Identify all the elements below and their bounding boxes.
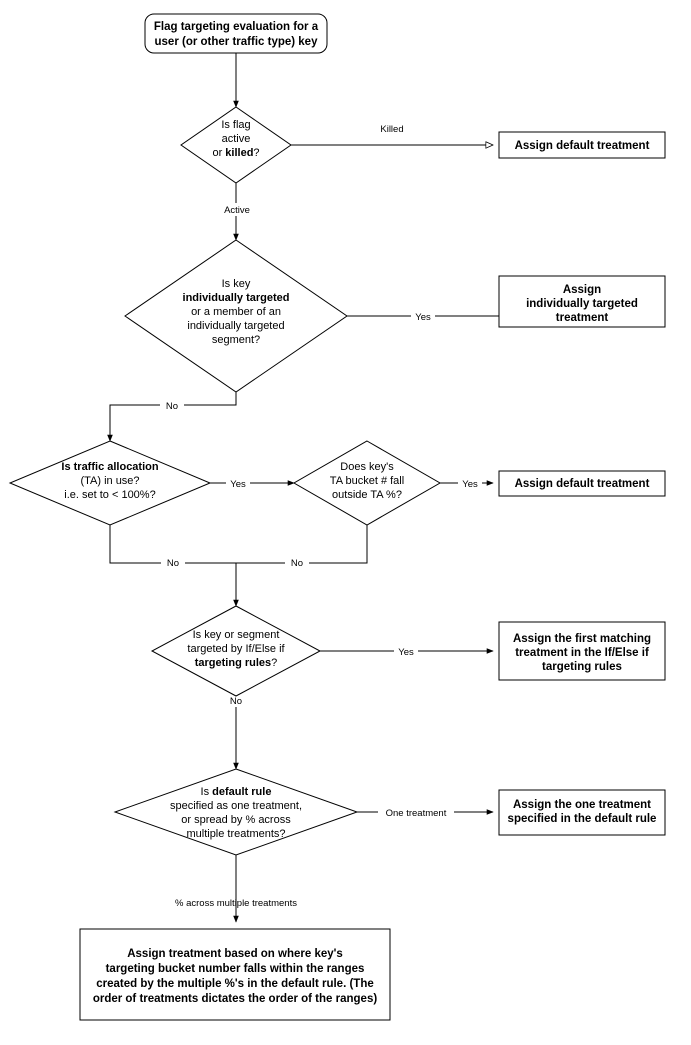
decision-3-line-1: Is traffic allocation [61, 461, 158, 473]
edge-label-traffic-no: No [167, 558, 179, 569]
decision-6-line-4: multiple treatments? [186, 828, 285, 840]
decision-4-line-2: TA bucket # fall [330, 475, 404, 487]
edge-label-individual-no: No [166, 401, 178, 412]
decision-3-shape [8, 440, 212, 526]
node-assign-one-treatment[interactable]: Assign the one treatment specified in th… [498, 789, 666, 836]
node-decision-flag-active-or-killed[interactable]: Is flag active or killed? [180, 106, 292, 184]
box-5-line-1: Assign the one treatment [513, 799, 651, 811]
node-assign-first-matching-treatment[interactable]: Assign the first matching treatment in t… [498, 621, 666, 681]
box-4-line-3: targeting rules [542, 661, 622, 673]
node-assign-treatment-by-bucket-range[interactable]: Assign treatment based on where key's ta… [79, 928, 391, 1021]
decision-6-line-1-bold: default rule [212, 786, 271, 798]
box-2-shape [498, 275, 666, 328]
decision-1-line-3: or killed? [212, 147, 259, 159]
node-decision-traffic-allocation[interactable]: Is traffic allocation (TA) in use? i.e. … [8, 440, 212, 526]
edge-label-traffic-yes: Yes [230, 479, 246, 490]
decision-5-line-3-post: ? [271, 657, 277, 669]
decision-3-line-2: (TA) in use? [80, 475, 139, 487]
edge-label-active: Active [224, 205, 250, 216]
decision-4-line-1: Does key's [340, 461, 394, 473]
edge-label-bucket-yes: Yes [462, 479, 478, 490]
node-decision-default-rule[interactable]: Is default rule specified as one treatme… [113, 768, 359, 856]
edge-label-ifelse-yes: Yes [398, 647, 414, 658]
node-decision-ifelse-targeting-rules[interactable]: Is key or segment targeted by If/Else if… [150, 605, 322, 697]
box-5-shape [498, 789, 666, 836]
decision-2-line-4: individually targeted [187, 320, 284, 332]
start-line-2: user (or other traffic type) key [155, 36, 319, 48]
box-6-shape [79, 928, 391, 1021]
edge-bucket-no-merge [236, 525, 368, 564]
edge-traffic-no-merge [109, 525, 236, 564]
decision-6-line-1: Is default rule [201, 786, 272, 798]
decision-1-line-1: Is flag [221, 119, 250, 131]
box-6-line-3: created by the multiple %'s in the defau… [96, 978, 374, 990]
decision-2-line-1: Is key [222, 278, 251, 290]
box-4-line-1: Assign the first matching [513, 633, 651, 645]
edge-label-layer: Killed Active Yes No Yes Yes No No Yes N… [160, 122, 482, 909]
box-2-line-2: individually targeted [526, 298, 638, 310]
decision-1-line-3-bold: killed [225, 147, 253, 159]
decision-4-shape [292, 440, 442, 526]
box-3-shape [498, 470, 666, 497]
box-6-line-2: targeting bucket number falls within the… [106, 963, 365, 975]
node-start[interactable]: Flag targeting evaluation for a user (or… [144, 13, 328, 54]
box-2-line-1: Assign [563, 284, 601, 296]
decision-5-line-3: targeting rules? [195, 657, 278, 669]
edge-label-bucket-no: No [291, 558, 303, 569]
decision-2-line-2: individually targeted [183, 292, 290, 304]
decision-6-line-1-pre: Is [201, 786, 213, 798]
edge-label-ifelse-no: No [230, 696, 242, 707]
box-6-line-1: Assign treatment based on where key's [127, 948, 343, 960]
decision-1-line-3-pre: or [212, 147, 225, 159]
node-decision-individually-targeted[interactable]: Is key individually targeted or a member… [124, 239, 348, 393]
decision-5-line-1: Is key or segment [193, 629, 280, 641]
decision-5-line-3-bold: targeting rules [195, 657, 271, 669]
decision-6-line-2: specified as one treatment, [170, 800, 302, 812]
decision-2-line-5: segment? [212, 334, 260, 346]
node-assign-default-treatment-killed[interactable]: Assign default treatment [498, 131, 666, 159]
decision-2-shape [124, 239, 348, 393]
edge-label-individual-yes: Yes [415, 312, 431, 323]
edge-label-killed: Killed [380, 124, 403, 135]
edge-label-pct-across: % across multiple treatments [175, 898, 297, 909]
box-4-line-2: treatment in the If/Else if [515, 647, 649, 659]
decision-1-shape [180, 106, 292, 184]
decision-4-line-3: outside TA %? [332, 489, 402, 501]
box-1-shape [498, 131, 666, 159]
decision-1-line-3-post: ? [253, 147, 259, 159]
start-terminator-shape [144, 13, 328, 54]
decision-3-line-3: i.e. set to < 100%? [64, 489, 155, 501]
box-2-line-3: treatment [556, 312, 609, 324]
decision-5-shape [150, 605, 322, 697]
decision-2-line-3: or a member of an [191, 306, 281, 318]
decision-5-line-2: targeted by If/Else if [187, 643, 285, 655]
decision-6-shape [113, 768, 359, 856]
box-5-line-2: specified in the default rule [508, 813, 657, 825]
node-assign-default-treatment-ta[interactable]: Assign default treatment [498, 470, 666, 497]
start-line-1: Flag targeting evaluation for a [154, 21, 319, 33]
box-6-line-4: order of treatments dictates the order o… [93, 993, 378, 1005]
box-1-label: Assign default treatment [515, 140, 650, 152]
decision-6-line-3: or spread by % across [181, 814, 291, 826]
edge-label-one-treatment: One treatment [386, 808, 447, 819]
node-assign-individually-targeted-treatment[interactable]: Assign individually targeted treatment [498, 275, 666, 328]
decision-1-line-2: active [222, 133, 251, 145]
node-decision-ta-bucket[interactable]: Does key's TA bucket # fall outside TA %… [292, 440, 442, 526]
box-4-shape [498, 621, 666, 681]
box-3-label: Assign default treatment [515, 478, 650, 490]
